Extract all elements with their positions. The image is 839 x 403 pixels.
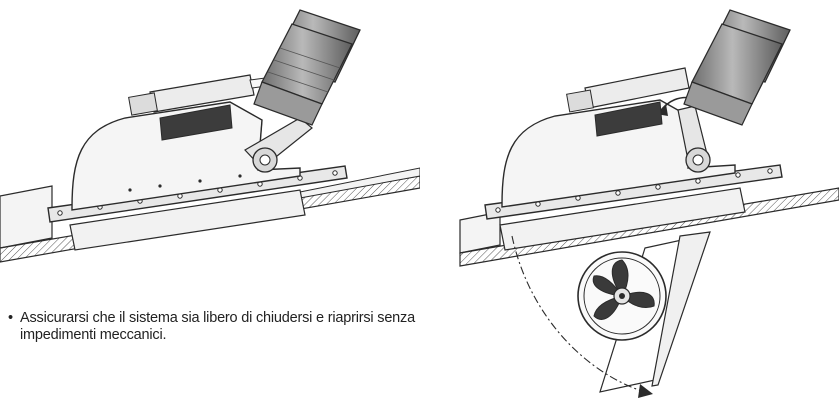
instruction-note: • Assicurarsi che il sistema sia libero …	[8, 310, 438, 344]
rotation-path-arc	[511, 235, 653, 398]
bullet-marker: •	[8, 310, 13, 326]
electric-motor	[253, 9, 361, 126]
electric-motor	[683, 9, 791, 126]
tunnel-housing	[47, 101, 348, 251]
pivot-arm	[244, 117, 313, 173]
instruction-text: Assicurarsi che il sistema sia libero di…	[20, 310, 415, 343]
linear-actuator	[566, 67, 690, 137]
tunnel-housing	[484, 99, 783, 251]
thruster-retracted-illustration	[0, 0, 420, 280]
deployed-propeller-unit	[577, 231, 711, 393]
thruster-deployed-illustration	[440, 0, 839, 403]
